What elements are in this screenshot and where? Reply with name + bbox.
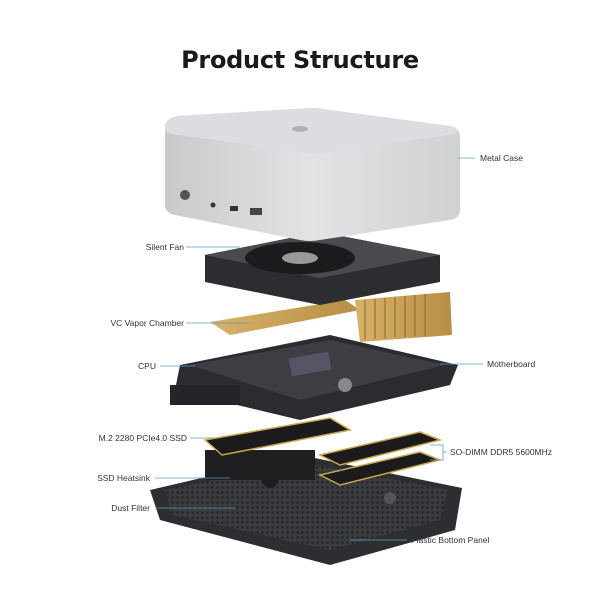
cpu-chip bbox=[288, 351, 332, 377]
label-ram: SO-DIMM DDR5 5600MHz bbox=[450, 447, 553, 457]
plastic-bottom-panel bbox=[150, 455, 462, 565]
vapor-chamber bbox=[210, 292, 452, 342]
label-bottom-panel: Plastic Bottom Panel bbox=[411, 535, 490, 545]
page-title: Product Structure bbox=[181, 46, 419, 74]
label-metal-case: Metal Case bbox=[480, 153, 523, 163]
label-dust-filter: Dust Filter bbox=[111, 503, 150, 513]
silent-fan bbox=[205, 232, 440, 305]
label-ssd-heatsink: SSD Heatsink bbox=[97, 473, 150, 483]
label-cpu: CPU bbox=[138, 361, 156, 371]
ssd-module bbox=[203, 417, 353, 456]
label-silent-fan: Silent Fan bbox=[145, 242, 184, 252]
metal-case bbox=[165, 108, 460, 241]
label-ssd: M.2 2280 PCIe4.0 SSD bbox=[98, 433, 187, 443]
motherboard bbox=[170, 335, 458, 420]
label-vapor-chamber: VC Vapor Chamber bbox=[110, 318, 184, 328]
leader-lines bbox=[155, 157, 483, 541]
label-motherboard: Motherboard bbox=[487, 359, 536, 369]
